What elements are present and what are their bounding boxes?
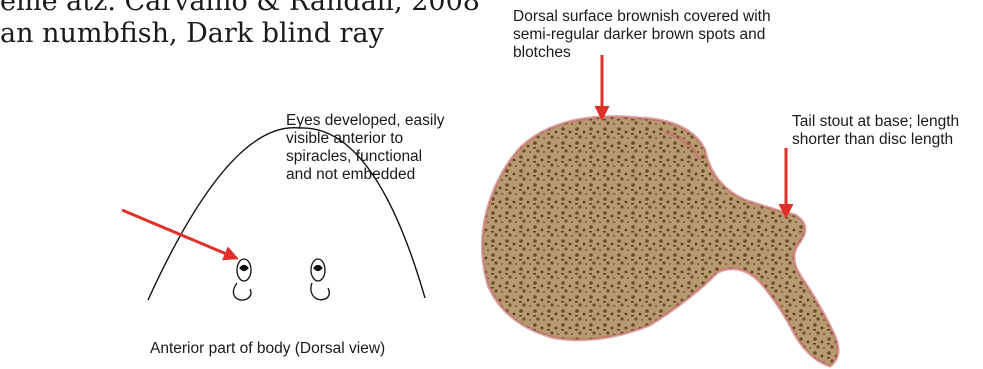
right-eye-spiracle (311, 259, 329, 300)
left-eye-spiracle (233, 259, 251, 300)
arrow-eyes (122, 210, 236, 258)
dorsal-surface-annotation: Dorsal surface brownish covered with sem… (513, 8, 843, 62)
tail-annotation: Tail stout at base; length shorter than … (792, 113, 982, 149)
eyes-annotation: Eyes developed, easily visible anterior … (286, 112, 476, 184)
figure-caption: Anterior part of body (Dorsal view) (150, 340, 385, 358)
